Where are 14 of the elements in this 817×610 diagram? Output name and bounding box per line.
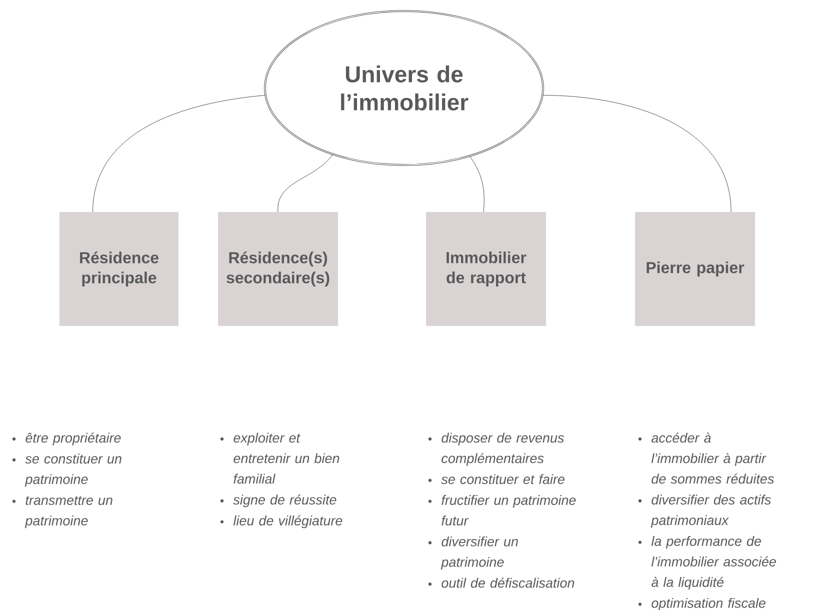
category-box: Immobilier de rapport [426, 212, 546, 326]
bullet-item: transmettre un patrimoine [12, 496, 112, 528]
connector-curve [278, 154, 334, 212]
bullet-item: se constituer et faire [428, 474, 564, 484]
category-box: Résidence(s) secondaire(s) [218, 212, 338, 326]
bullet-item: outil de défiscalisation [428, 578, 574, 588]
connector-curve [470, 156, 484, 212]
category-box: Pierre papier [635, 212, 755, 326]
category-box: Résidence principale [60, 212, 178, 326]
bullet-item: lieu de villégiature [220, 515, 342, 528]
bullet-item: être propriétaire [12, 432, 121, 446]
bullet-item: signe de réussite [220, 494, 336, 508]
connector-curve [92, 95, 266, 212]
connector-curve [542, 95, 732, 212]
